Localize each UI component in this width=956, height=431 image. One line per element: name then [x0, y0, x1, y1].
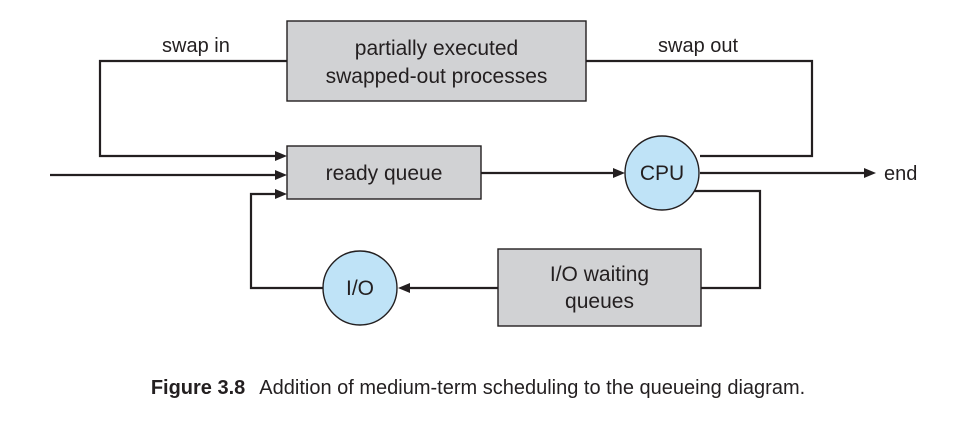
swap-out-label: swap out: [658, 35, 738, 57]
ready-queue-label: ready queue: [326, 162, 443, 185]
io-node: I/O: [322, 250, 398, 326]
entry-arrowhead: [275, 170, 287, 180]
cpu-to-io-waiting-edge: [692, 189, 762, 290]
io-waiting-queues-box: [497, 248, 702, 327]
cpu-circle: [624, 135, 700, 211]
io-to-ready-edge: [249, 192, 323, 290]
io-waiting-to-io-arrowhead: [398, 283, 410, 293]
io-waiting-queues-node: I/O waiting queues: [497, 248, 702, 327]
io-circle: [322, 250, 398, 326]
cpu-node: CPU: [624, 135, 700, 211]
io-waiting-queues-label-line1: I/O waiting: [550, 263, 649, 286]
swapped-out-processes-label-line1: partially executed: [355, 37, 518, 60]
figure-caption: Figure 3.8 Addition of medium-term schedu…: [0, 377, 956, 400]
swap-in-edge: [98, 59, 287, 158]
swapped-out-processes-box: [286, 20, 587, 102]
io-to-ready-arrowhead: [275, 189, 287, 199]
swap-in-label: swap in: [162, 35, 230, 57]
end-arrowhead: [864, 168, 876, 178]
io-waiting-queues-label-line2: queues: [565, 290, 634, 313]
figure-number: Figure 3.8: [150, 377, 246, 399]
swap-out-edge: [586, 59, 814, 158]
io-label: I/O: [346, 277, 374, 300]
end-label: end: [884, 163, 917, 185]
ready-queue-node: ready queue: [286, 145, 482, 200]
ready-queue-box: [286, 145, 482, 200]
swap-in-arrowhead: [275, 151, 287, 161]
ready-to-cpu-arrowhead: [613, 168, 625, 178]
swapped-out-processes-label-line2: swapped-out processes: [326, 65, 548, 88]
cpu-label: CPU: [640, 162, 684, 185]
swapped-out-processes-node: partially executed swapped-out processes: [286, 20, 587, 102]
figure-caption-text: Addition of medium-term scheduling to th…: [259, 377, 806, 399]
